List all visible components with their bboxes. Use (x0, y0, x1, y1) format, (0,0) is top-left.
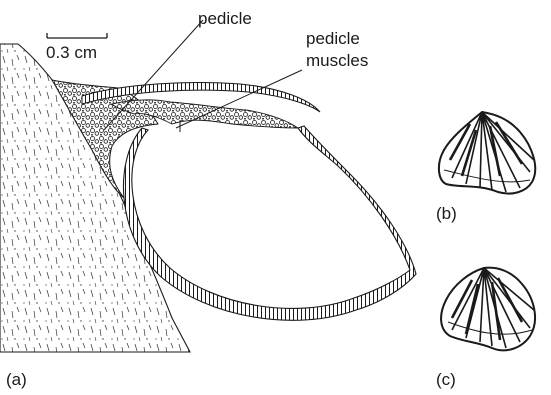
shell-c (441, 268, 535, 351)
ventral-valve (123, 126, 416, 320)
panel-label-a: (a) (6, 370, 27, 389)
scale-bar: 0.3 cm (46, 33, 107, 62)
panel-label-b: (b) (436, 204, 457, 223)
pedicle-muscles-label-line2: muscles (306, 51, 368, 70)
pedicle-muscles-label: pedicle (306, 29, 360, 48)
scale-bar-label: 0.3 cm (46, 43, 97, 62)
shell-b (439, 112, 535, 194)
pedicle-label: pedicle (198, 9, 252, 28)
panel-label-c: (c) (436, 370, 456, 389)
